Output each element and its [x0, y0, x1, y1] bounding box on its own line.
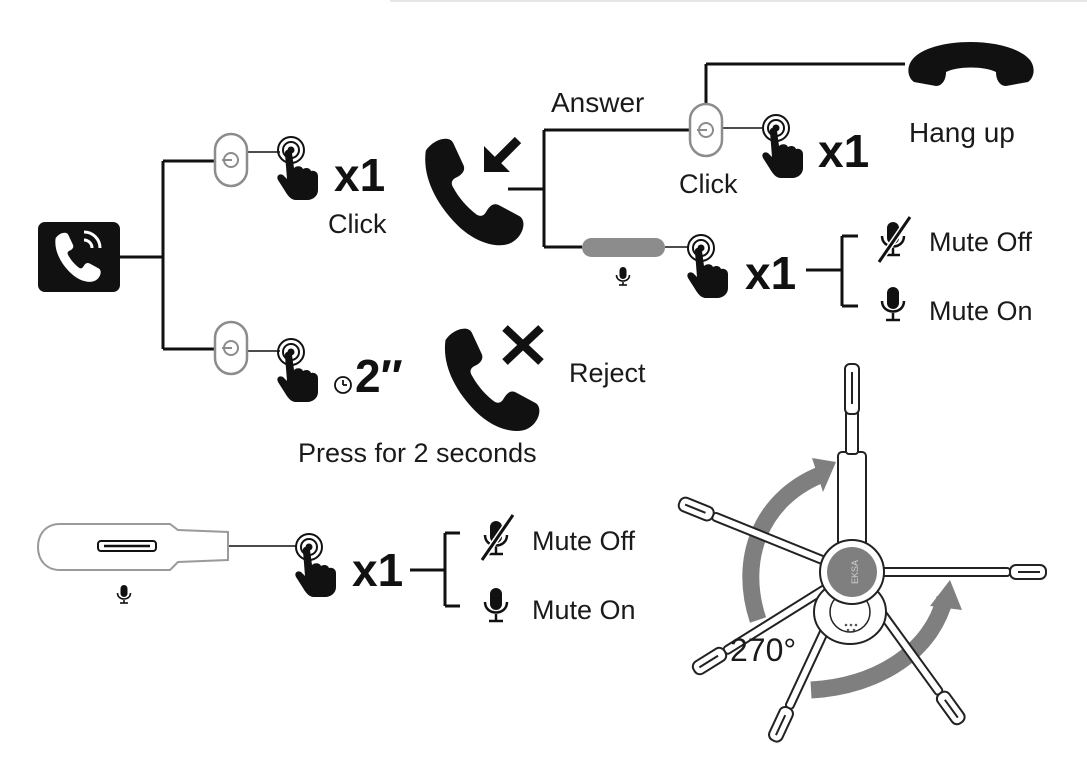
side-button-icon — [688, 102, 724, 158]
timer-icon — [334, 376, 352, 394]
boom-mic-outline — [36, 523, 229, 604]
microphone-icon — [615, 266, 631, 286]
svg-text:EKSA: EKSA — [850, 560, 860, 584]
incoming-call-icon — [38, 222, 120, 292]
side-button-icon — [213, 132, 249, 188]
click-label: Click — [679, 169, 738, 199]
press-count-label: x1 — [352, 544, 404, 596]
reject-label: Reject — [569, 358, 646, 388]
connector-lines — [120, 62, 905, 608]
finger-press-icon — [761, 114, 804, 179]
press-count-label: x1 — [818, 125, 870, 177]
reject-phone-icon — [444, 325, 544, 431]
mute-on-label: Mute On — [532, 595, 636, 625]
hang-up-label: Hang up — [909, 117, 1015, 148]
hold-duration-label: 2″ — [355, 350, 403, 402]
rotation-angle-label: 270° — [730, 632, 797, 668]
click-label: Click — [328, 209, 387, 239]
press-count-label: x1 — [745, 247, 797, 299]
microphone-muted-icon — [876, 215, 913, 264]
press-count-label: x1 — [334, 149, 386, 201]
mute-button-icon — [582, 238, 665, 257]
finger-press-icon — [686, 234, 729, 299]
mute-off-label: Mute Off — [929, 227, 1033, 257]
press-hold-label: Press for 2 seconds — [298, 438, 537, 468]
mute-on-label: Mute On — [929, 296, 1033, 326]
answer-phone-icon — [425, 136, 524, 246]
answer-label: Answer — [551, 87, 645, 118]
headset-illustration: EKSA — [675, 363, 1047, 745]
finger-press-icon — [276, 338, 319, 403]
microphone-icon — [483, 586, 509, 623]
side-button-icon — [213, 320, 249, 376]
finger-press-icon — [276, 136, 319, 201]
microphone-muted-icon — [479, 513, 516, 562]
finger-press-icon — [294, 533, 337, 598]
mute-off-label: Mute Off — [532, 526, 636, 556]
microphone-icon — [880, 285, 906, 322]
handset-icon — [908, 42, 1034, 86]
